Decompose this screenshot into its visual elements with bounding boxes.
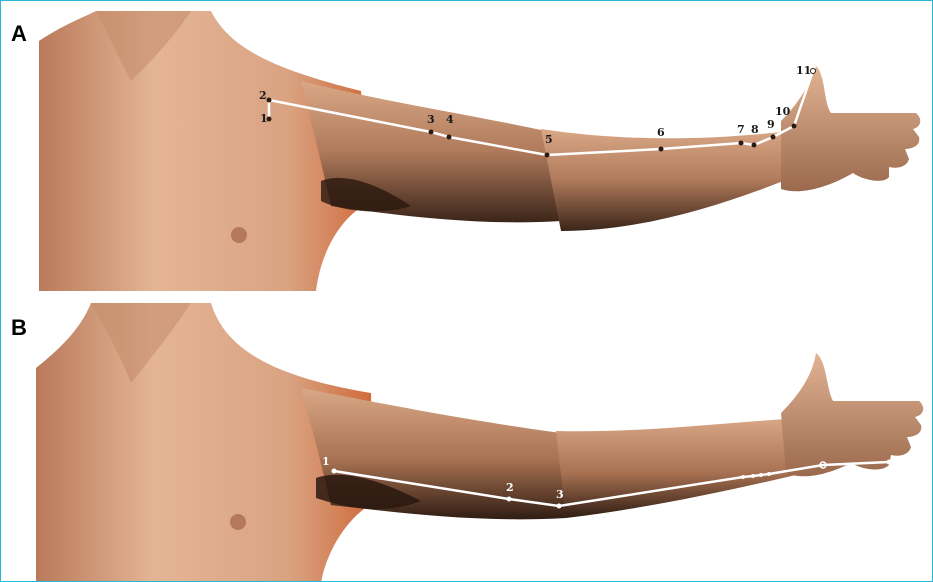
label-b-8: 8 [821, 483, 829, 496]
hand [781, 66, 920, 191]
label-b-6: 6 [758, 486, 766, 499]
marker-a-7 [739, 141, 744, 146]
marker-a-9 [771, 135, 776, 140]
label-a-2: 2 [259, 89, 267, 102]
marker-b-3 [557, 504, 562, 509]
label-a-5: 5 [545, 133, 553, 146]
panel-b-letter: B [11, 315, 27, 341]
label-a-9: 9 [767, 118, 775, 131]
panel-b-illustration: 1 2 3 4 5 6 7 8 9 [1, 293, 933, 582]
marker-b-6 [759, 473, 763, 477]
label-a-4: 4 [446, 113, 454, 126]
label-a-3: 3 [427, 113, 435, 126]
label-a-7: 7 [737, 123, 745, 136]
marker-b-7 [767, 472, 771, 476]
marker-a-8 [752, 143, 757, 148]
panel-a-letter: A [11, 21, 27, 47]
panel-b: 1 2 3 4 5 6 7 8 9 B [1, 293, 933, 582]
nipple [231, 227, 247, 243]
label-b-5: 5 [748, 486, 756, 499]
marker-a-5 [545, 153, 550, 158]
marker-a-6 [659, 147, 664, 152]
marker-a-4 [447, 135, 452, 140]
label-b-3: 3 [556, 488, 564, 501]
label-b-2: 2 [506, 481, 514, 494]
label-a-10: 10 [775, 105, 791, 118]
marker-b-1 [332, 469, 337, 474]
label-b-4: 4 [738, 486, 746, 499]
marker-b-2 [507, 497, 512, 502]
nipple [230, 514, 246, 530]
marker-b-5 [751, 474, 755, 478]
marker-a-10 [792, 124, 797, 129]
label-b-9: 9 [897, 455, 905, 468]
marker-a-2 [267, 98, 272, 103]
marker-b-4 [741, 475, 745, 479]
marker-b-9 [887, 460, 892, 465]
label-a-1: 1 [260, 112, 268, 125]
label-b-1: 1 [322, 455, 330, 468]
label-b-7: 7 [768, 486, 776, 499]
label-a-8: 8 [751, 123, 759, 136]
label-a-11: 11 [796, 64, 811, 77]
label-a-6: 6 [657, 126, 665, 139]
panel-a-illustration: 1 2 3 4 5 6 7 8 9 10 11 [1, 1, 933, 291]
panel-a: 1 2 3 4 5 6 7 8 9 10 11 A [1, 1, 933, 291]
marker-a-3 [429, 130, 434, 135]
